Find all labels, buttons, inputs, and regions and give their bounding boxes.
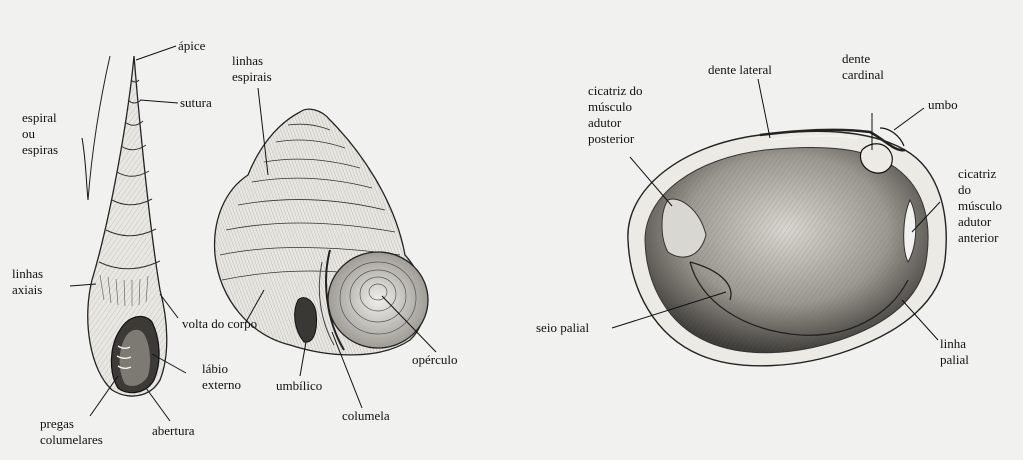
label-cicatriz-posterior: cicatriz domúsculoadutorposterior	[588, 83, 643, 147]
label-linhas-axiais: linhasaxiais	[12, 266, 43, 298]
label-labio-externo: lábioexterno	[202, 361, 241, 393]
label-volta-do-corpo: volta do corpo	[182, 316, 257, 332]
label-linhas-espirais: linhasespirais	[232, 53, 272, 85]
label-dente-cardinal: dentecardinal	[842, 51, 884, 83]
clam-valve	[628, 128, 946, 366]
label-dente-lateral: dente lateral	[708, 62, 772, 78]
label-espiral: espiralouespiras	[22, 110, 58, 158]
label-apice: ápice	[178, 38, 205, 54]
label-pregas-columelares: pregascolumelares	[40, 416, 103, 448]
label-cicatriz-anterior: cicatrizdomúsculoadutoranterior	[958, 166, 1002, 246]
label-umbilico: umbílico	[276, 378, 322, 394]
label-columela: columela	[342, 408, 390, 424]
label-linha-palial: linhapalial	[940, 336, 969, 368]
spire-shell	[88, 56, 167, 396]
label-operculo: opérculo	[412, 352, 457, 368]
label-sutura: sutura	[180, 95, 212, 111]
label-abertura: abertura	[152, 423, 195, 439]
label-seio-palial: seio palial	[536, 320, 589, 336]
label-umbo: umbo	[928, 97, 958, 113]
